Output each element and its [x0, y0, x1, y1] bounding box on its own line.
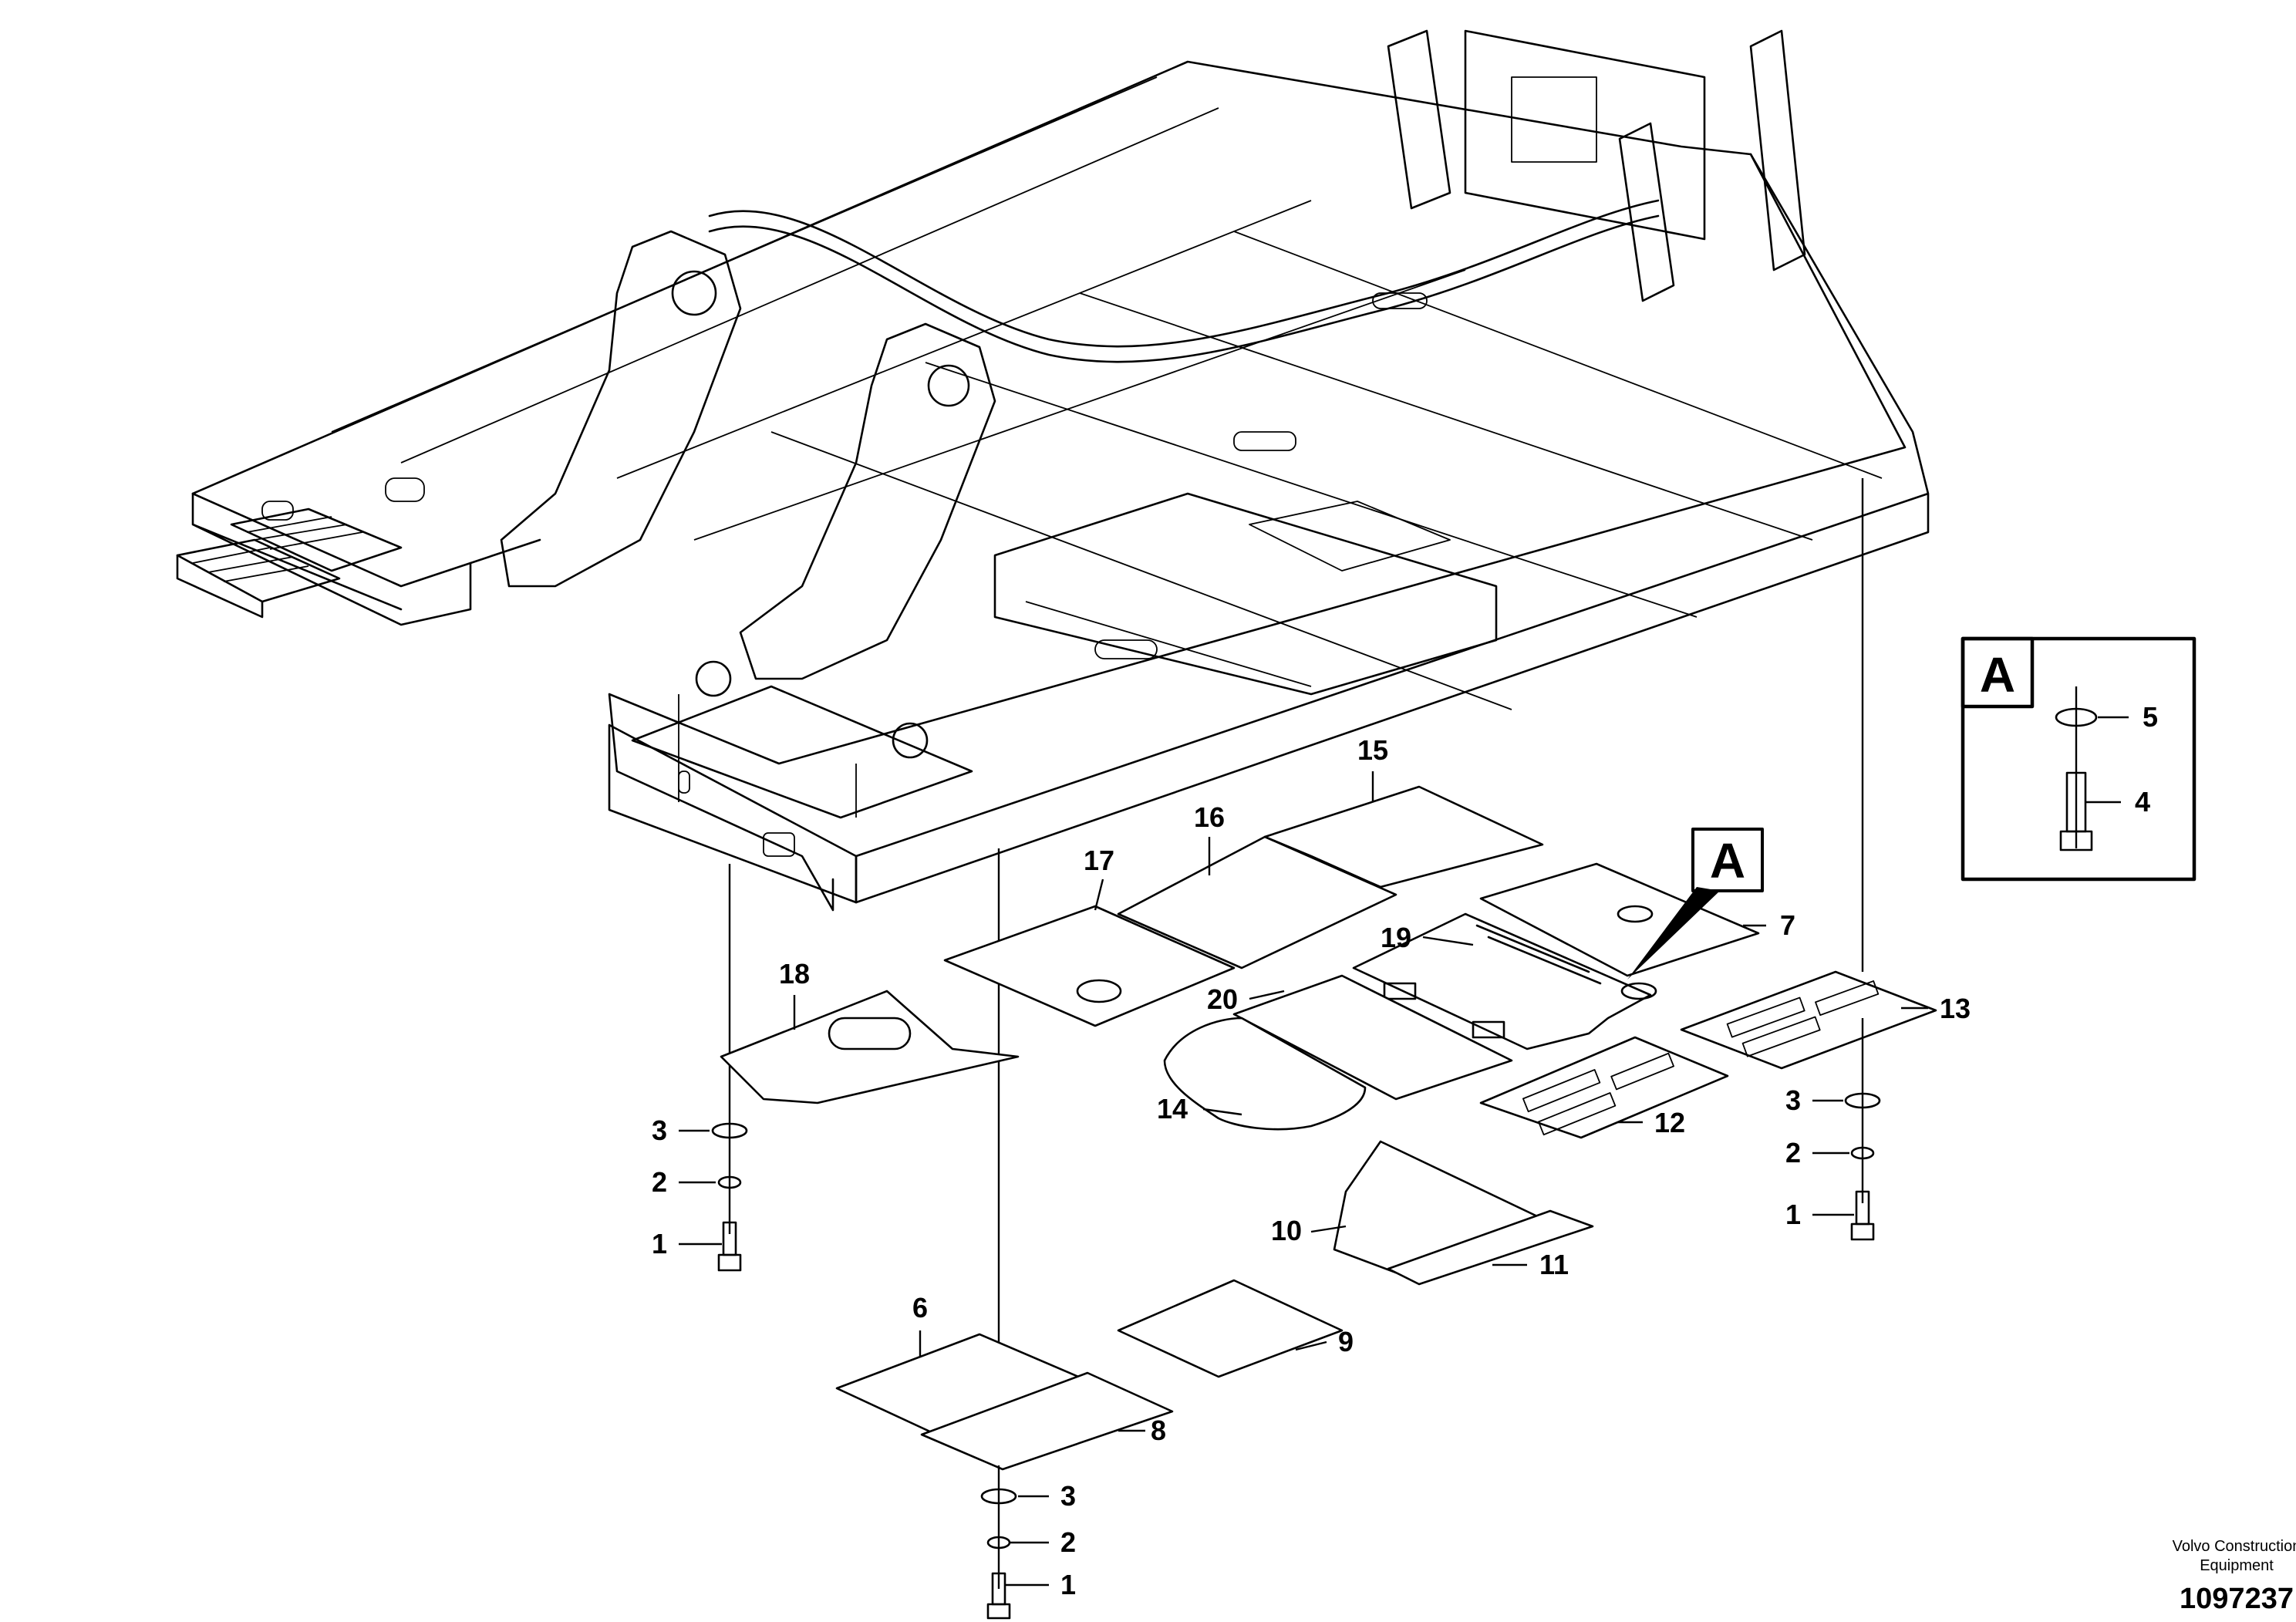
washer-icon — [986, 1536, 1011, 1549]
hardware-stack-bottom — [980, 1465, 1017, 1620]
callout-label: 18 — [779, 958, 810, 990]
callout-label: 14 — [1157, 1093, 1188, 1125]
callout-label: 4 — [2135, 786, 2150, 818]
callout-label: 3 — [1785, 1084, 1801, 1116]
plate-19 — [1352, 912, 1657, 1050]
callout-label: 19 — [1381, 922, 1411, 953]
washer-icon — [711, 1122, 748, 1139]
bolt-icon — [1850, 1190, 1875, 1241]
callout-label: 9 — [1338, 1326, 1354, 1357]
callout-label: 1 — [652, 1228, 667, 1259]
callout-label: 5 — [2143, 701, 2158, 733]
callout-label: 12 — [1654, 1107, 1685, 1138]
plate-17 — [943, 905, 1236, 1027]
step-icon — [176, 508, 403, 619]
plate-13 — [1680, 970, 1937, 1070]
callout-label: 2 — [1785, 1137, 1801, 1168]
detail-view-letter: A — [1980, 647, 2015, 703]
washer-icon — [717, 1175, 742, 1189]
callout-label: 7 — [1780, 909, 1795, 941]
washer-icon — [1844, 1092, 1881, 1109]
bolt-icon — [717, 1221, 742, 1272]
callout-label: 17 — [1084, 845, 1114, 876]
plate-9 — [1117, 1279, 1344, 1378]
callout-label: 1 — [1785, 1199, 1801, 1230]
callout-label: 3 — [1060, 1480, 1076, 1512]
bolt-icon — [986, 1572, 1011, 1620]
callout-label: 20 — [1207, 983, 1238, 1015]
document-footer: Volvo Construction Equipment 1097237 — [2173, 1538, 2296, 1615]
callout-label: 2 — [1060, 1526, 1076, 1558]
callout-label: 2 — [652, 1166, 667, 1198]
washer-icon — [980, 1488, 1017, 1505]
washer-icon — [1850, 1146, 1875, 1160]
plate-14 — [1163, 1017, 1367, 1131]
plate-16 — [1117, 835, 1397, 969]
credit-line-1: Volvo Construction — [2173, 1538, 2296, 1555]
callout-label: 13 — [1940, 993, 1971, 1024]
callout-label: 1 — [1060, 1569, 1076, 1600]
upper-frame-drawing — [191, 29, 1930, 1465]
callout-leaders — [679, 716, 2129, 1587]
callout-label: 15 — [1357, 734, 1388, 766]
plate-7 — [1479, 862, 1760, 977]
callout-label: 11 — [1539, 1249, 1569, 1280]
pointer-letter: A — [1710, 833, 1745, 889]
plate-20 — [1232, 974, 1513, 1101]
plate-11 — [1387, 1209, 1594, 1286]
hardware-stack-right — [1844, 1018, 1881, 1241]
detail-view-a: A — [1961, 636, 2197, 882]
detail-pointer-a: A — [1627, 828, 1764, 980]
plate-8 — [920, 1371, 1174, 1471]
callout-label: 10 — [1271, 1215, 1302, 1246]
callout-label: 3 — [652, 1114, 667, 1146]
plate-18 — [720, 990, 1020, 1104]
callout-label: 6 — [912, 1292, 928, 1324]
document-number: 1097237 — [2180, 1583, 2294, 1615]
callout-label: 16 — [1194, 801, 1225, 833]
callout-labels: 15 16 17 18 19 20 7 13 14 12 10 11 9 6 8… — [652, 701, 2158, 1600]
plate-12 — [1479, 1036, 1729, 1139]
credit-line-2: Equipment — [2200, 1557, 2274, 1574]
washer-icon — [2055, 707, 2098, 727]
hardware-stack-left — [711, 1111, 748, 1272]
callout-label: 8 — [1151, 1415, 1166, 1446]
bolt-icon — [2059, 771, 2093, 851]
